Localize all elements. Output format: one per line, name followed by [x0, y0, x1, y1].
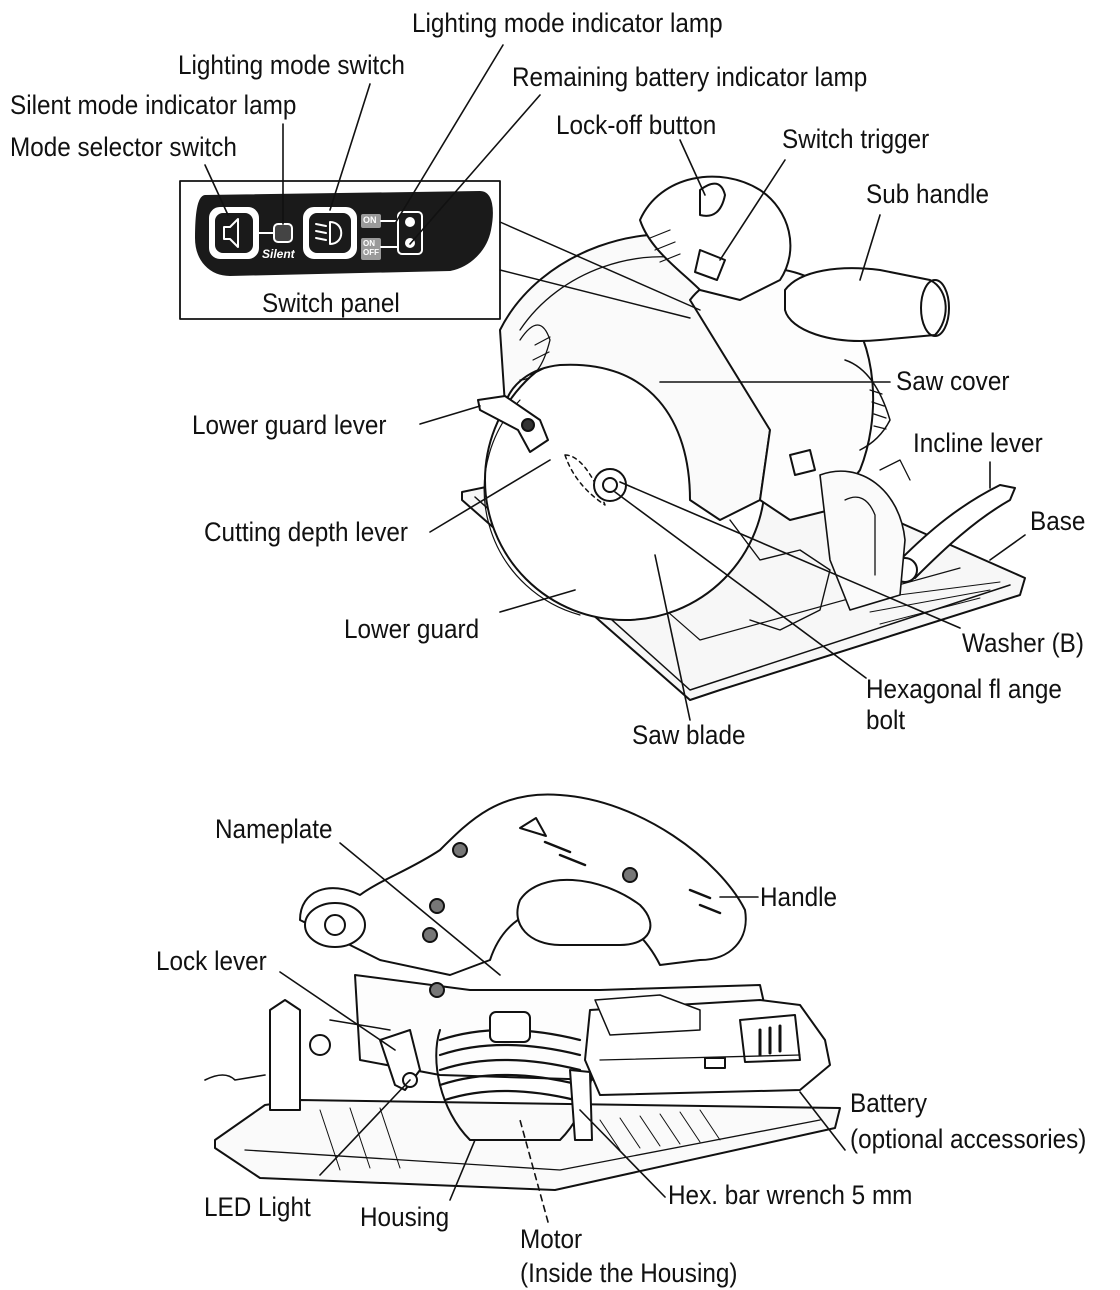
label-hex-bar-wrench: Hex. bar wrench 5 mm: [668, 1180, 913, 1210]
label-battery: Battery (optional accessories): [850, 1088, 1087, 1154]
switch-panel-inset: [179, 180, 701, 320]
label-lock-lever: Lock lever: [156, 946, 267, 976]
label-lower-guard-lever: Lower guard lever: [192, 410, 387, 440]
label-washer-b: Washer (B): [962, 628, 1084, 658]
label-nameplate: Nameplate: [215, 814, 333, 844]
label-motor: Motor (Inside the Housing): [520, 1224, 738, 1288]
label-lighting-mode-switch: Lighting mode switch: [178, 50, 405, 80]
label-lighting-mode-indicator-lamp: Lighting mode indicator lamp: [412, 8, 723, 38]
label-incline-lever: Incline lever: [913, 428, 1043, 458]
label-switch-trigger: Switch trigger: [782, 124, 930, 154]
label-lower-guard: Lower guard: [344, 614, 480, 644]
label-silent-mode-indicator-lamp: Silent mode indicator lamp: [10, 90, 297, 120]
hex-wrench-shape: [569, 1069, 593, 1141]
label-sub-handle: Sub handle: [866, 179, 989, 209]
label-handle: Handle: [760, 882, 838, 912]
label-saw-blade: Saw blade: [632, 720, 746, 750]
on-text: ON: [363, 215, 377, 225]
label-remaining-battery-indicator-lamp: Remaining battery indicator lamp: [512, 62, 868, 92]
silent-text: Silent: [262, 247, 295, 261]
bottom-saw-illustration: [204, 793, 841, 1191]
label-led-light: LED Light: [204, 1192, 311, 1222]
silent-mode-indicator-lamp-shape: [273, 223, 293, 243]
label-base: Base: [1030, 506, 1086, 536]
incline-lever-shape: [899, 484, 1016, 579]
label-lock-off-button: Lock-off button: [556, 110, 717, 140]
lighting-mode-indicator-lamp-dot: [405, 217, 415, 227]
sub-handle-shape: [784, 267, 947, 342]
lower-guard-lever-shape: [477, 395, 549, 453]
top-saw-illustration: [461, 175, 1026, 701]
label-hexagonal-flange-bolt: Hexagonal fl ange bolt: [866, 674, 1062, 735]
headlight-icon: [315, 221, 343, 245]
label-housing: Housing: [360, 1202, 450, 1232]
label-mode-selector-switch: Mode selector switch: [10, 132, 237, 162]
handle-shape: [299, 793, 747, 976]
on-off-text: ON OFF: [363, 239, 379, 257]
bottom-leader-lines: [279, 842, 846, 1223]
speaker-icon: [223, 218, 239, 248]
label-cutting-depth-lever: Cutting depth lever: [204, 517, 408, 547]
handle-grip-hole: [516, 878, 652, 946]
main-handle-top: [639, 175, 792, 301]
top-leader-lines: [204, 44, 1026, 721]
label-switch-panel: Switch panel: [262, 288, 400, 318]
label-saw-cover: Saw cover: [896, 366, 1010, 396]
